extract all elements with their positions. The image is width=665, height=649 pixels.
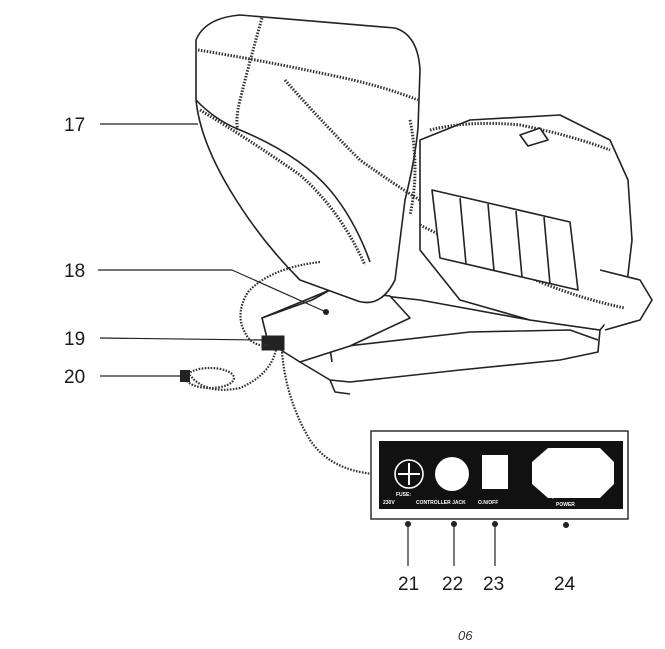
- callout-17: 17: [64, 115, 198, 136]
- callout-20: 20: [64, 367, 180, 388]
- callout-19: 19: [64, 329, 263, 350]
- panel-cable: [280, 351, 375, 476]
- callout-24-label: 24: [554, 574, 576, 595]
- leg-rest-edge: [599, 269, 653, 331]
- power-label: POWER: [556, 502, 575, 508]
- rear-control-panel: FUSE: 230V CONTROLLER JACK O.N/OFF POWER: [370, 430, 629, 520]
- power-cord: [189, 349, 278, 391]
- power-socket-icon: [532, 448, 614, 498]
- cable-loop: [239, 260, 321, 347]
- massage-chair-illustration: [180, 14, 653, 476]
- power-connector: [261, 335, 285, 351]
- callout-22: 22: [442, 521, 463, 595]
- callout-21: 21: [398, 521, 419, 595]
- callout-18: 18: [64, 261, 329, 315]
- backrest: [195, 14, 421, 304]
- callout-20-label: 20: [64, 367, 85, 388]
- fuse-label: FUSE:: [396, 492, 411, 498]
- callout-23-label: 23: [483, 574, 504, 595]
- controller-jack-label: CONTROLLER JACK: [416, 500, 466, 506]
- callout-23: 23: [483, 521, 504, 595]
- side-vents: [431, 189, 579, 291]
- callout-21-label: 21: [398, 574, 419, 595]
- callout-17-label: 17: [64, 115, 85, 136]
- page-number: 06: [458, 628, 473, 643]
- onoff-label: O.N/OFF: [478, 500, 498, 506]
- callout-22-label: 22: [442, 574, 463, 595]
- callout-18-label: 18: [64, 261, 85, 282]
- power-plug-icon: [184, 366, 236, 390]
- voltage-label: 230V: [383, 500, 395, 506]
- controller-jack-icon: [435, 457, 469, 491]
- callout-24: 24: [554, 522, 576, 595]
- fuse-holder-icon: [394, 459, 424, 489]
- power-switch-icon: [482, 455, 508, 489]
- callout-19-label: 19: [64, 329, 85, 350]
